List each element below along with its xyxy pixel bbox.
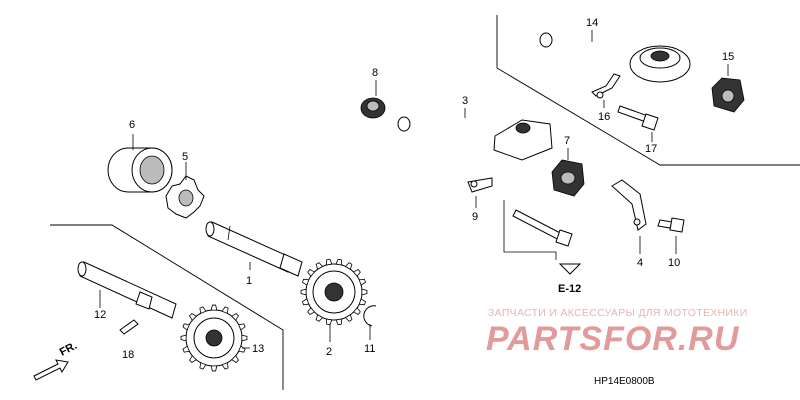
part-number-5[interactable]: 5	[182, 151, 188, 163]
part-number-14[interactable]: 14	[586, 17, 598, 29]
outer-rotor-part[interactable]	[107, 147, 173, 193]
sprocket-tooth	[180, 334, 187, 342]
sprocket-tooth	[358, 278, 367, 286]
sprocket-tooth	[221, 306, 229, 314]
inner-rotor-part[interactable]	[165, 175, 205, 219]
front-arrow-icon	[33, 359, 69, 381]
drawing-code: HP14E0800B	[594, 376, 655, 387]
drive-sprocket-part[interactable]	[180, 304, 248, 372]
sprocket-tooth	[301, 298, 310, 306]
part-number-16[interactable]: 16	[598, 111, 610, 123]
part-number-4[interactable]: 4	[637, 257, 643, 269]
sprocket-tooth	[301, 278, 310, 286]
part-number-1[interactable]: 1	[246, 275, 252, 287]
sprocket-tooth	[325, 258, 333, 266]
part-number-2[interactable]: 2	[326, 346, 332, 358]
part-number-11[interactable]: 11	[364, 343, 375, 355]
sprocket-tooth	[344, 314, 353, 322]
sprocket-tooth	[307, 269, 316, 277]
part-number-12[interactable]: 12	[94, 309, 106, 321]
pipe-clamp-part[interactable]	[467, 177, 493, 193]
sprocket-tooth	[300, 288, 307, 296]
pipe-grommet-part[interactable]	[551, 159, 585, 197]
sprocket-tooth	[315, 262, 324, 270]
sprocket-tooth	[307, 307, 316, 315]
front-direction-indicator: FR.	[33, 340, 79, 381]
part-number-9[interactable]: 9	[472, 211, 478, 223]
upper-grommet-part[interactable]	[711, 77, 745, 113]
grommet-part[interactable]	[360, 97, 386, 119]
section-reference[interactable]: E-12	[503, 200, 582, 295]
sprocket-tooth	[335, 318, 343, 326]
front-label: FR.	[58, 340, 79, 359]
bracket-bolt-part[interactable]	[657, 217, 685, 233]
down-arrow-icon	[558, 263, 582, 275]
drive-shaft-part[interactable]	[77, 261, 177, 319]
sprocket-tooth	[241, 334, 248, 342]
part-number-15[interactable]: 15	[722, 51, 734, 63]
sprocket-tooth	[189, 313, 197, 321]
watermark-tagline: ЗАПЧАСТИ И АКСЕССУАРЫ ДЛЯ МОТОТЕХНИКИ	[488, 307, 748, 319]
part-number-13[interactable]: 13	[252, 343, 264, 355]
sprocket-tooth	[315, 314, 324, 322]
dowel-pin-part[interactable]	[119, 319, 139, 335]
sprocket-tooth	[182, 323, 190, 331]
sprocket-tooth	[182, 345, 190, 353]
sprocket-tooth	[344, 262, 353, 270]
oil-pipe-upper-part[interactable]	[539, 32, 691, 83]
watermark-logo: PARTSFOR.RU	[486, 320, 740, 358]
part-number-7[interactable]: 7	[564, 135, 570, 147]
sprocket-tooth	[199, 306, 207, 314]
watermark: ЗАПЧАСТИ И АКСЕССУАРЫ ДЛЯ МОТОТЕХНИКИ PA…	[486, 307, 748, 358]
sprocket-tooth	[210, 304, 218, 311]
sprocket-tooth	[358, 298, 367, 306]
sprocket-tooth	[231, 313, 239, 321]
bracket-part[interactable]	[611, 179, 647, 231]
sprocket-tooth	[361, 288, 368, 296]
section-reference-label: E-12	[558, 283, 581, 295]
oil-pipe-lower-part[interactable]	[397, 115, 553, 161]
part-number-3[interactable]: 3	[462, 95, 468, 107]
sprocket-tooth	[352, 307, 361, 315]
sprocket-tooth	[189, 355, 197, 363]
part-number-10[interactable]: 10	[668, 257, 680, 269]
part-number-8[interactable]: 8	[372, 67, 378, 79]
part-number-18[interactable]: 18	[122, 349, 134, 361]
clamp-bolt-part[interactable]	[512, 209, 573, 247]
sprocket-tooth	[231, 355, 239, 363]
sprocket-tooth	[352, 269, 361, 277]
frame-lines	[50, 15, 800, 390]
sprocket-tooth	[238, 323, 246, 331]
circlip-part[interactable]	[363, 305, 377, 327]
sprocket-tooth	[335, 258, 343, 266]
driven-sprocket-part[interactable]	[300, 258, 368, 326]
sprocket-tooth	[221, 362, 229, 370]
pipe-bolt-part[interactable]	[617, 105, 659, 131]
part-number-17[interactable]: 17	[645, 143, 657, 155]
pump-shaft-part[interactable]	[205, 221, 303, 277]
sprocket-tooth	[210, 365, 218, 372]
pipe-clip-part[interactable]	[591, 73, 621, 99]
sprocket-tooth	[199, 362, 207, 370]
sprocket-tooth	[325, 318, 333, 326]
part-number-6[interactable]: 6	[129, 119, 135, 131]
